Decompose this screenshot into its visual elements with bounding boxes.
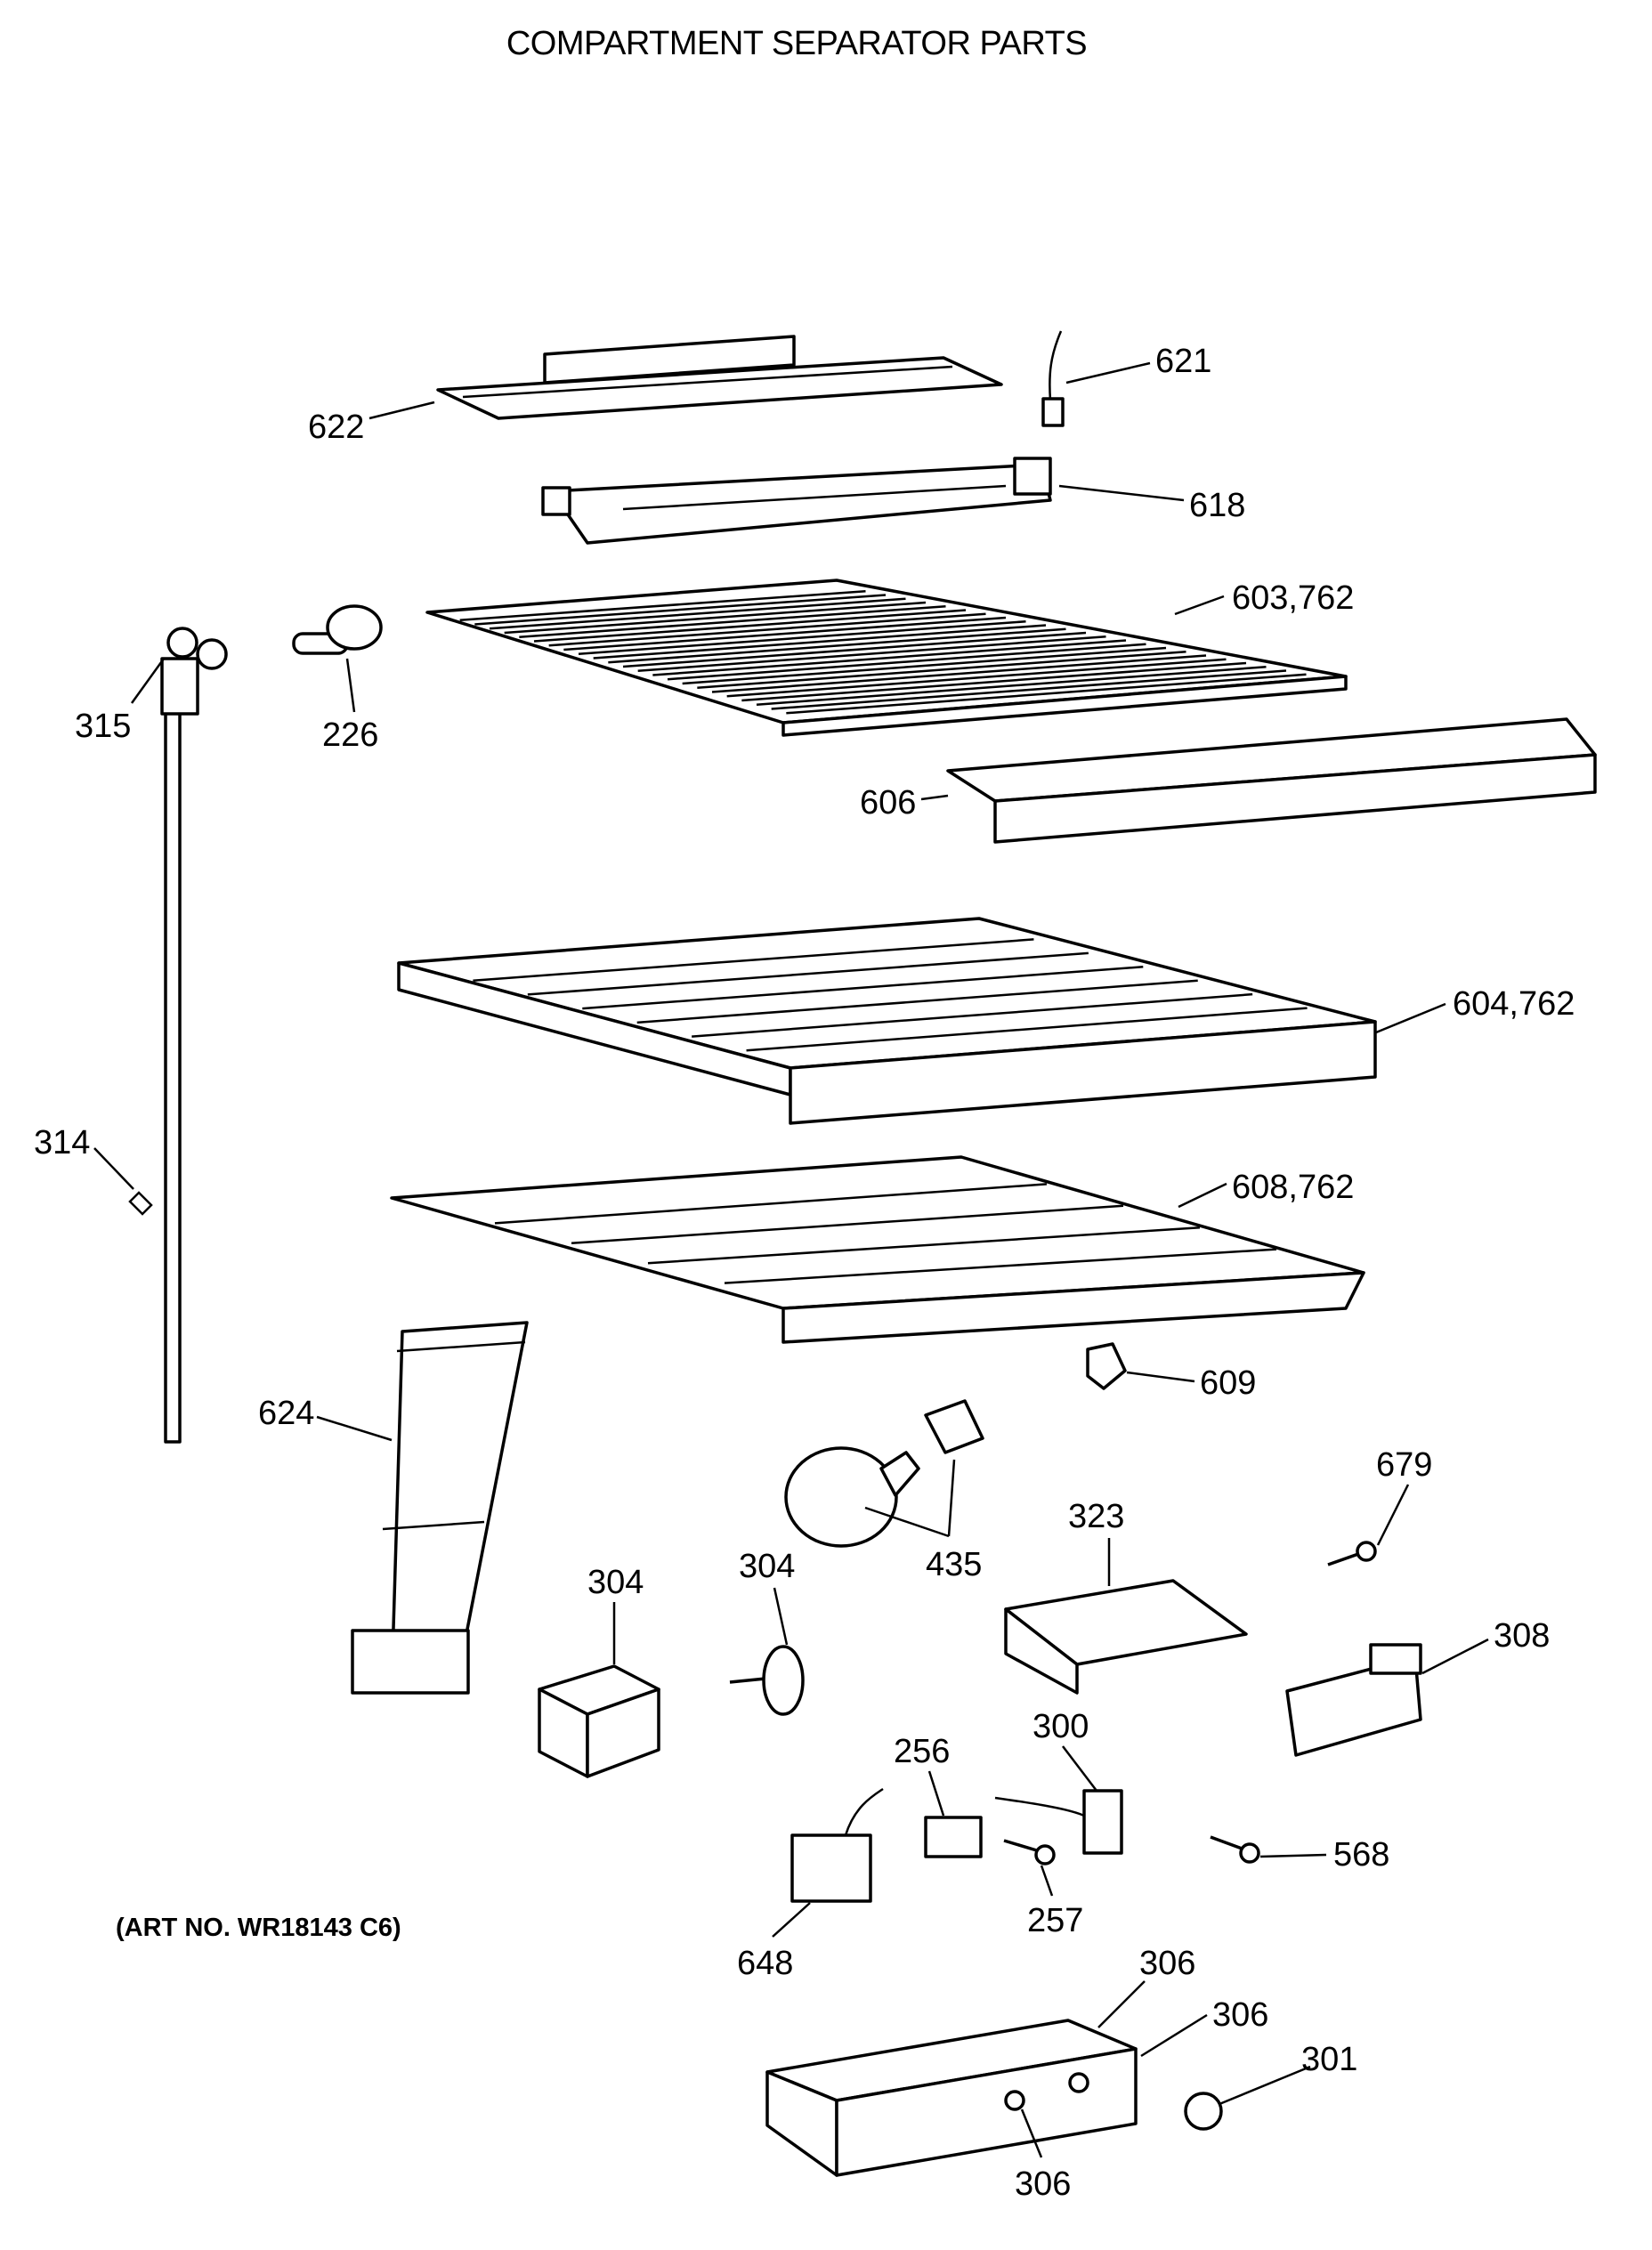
part-648-thermostat — [790, 1787, 884, 1903]
part-568-screw — [1210, 1835, 1260, 1864]
shelf-rib — [652, 639, 1127, 676]
label-323: 323 — [1068, 1498, 1124, 1535]
part-609-clip — [1086, 1342, 1127, 1390]
shelf-rib — [504, 601, 927, 635]
label-679: 679 — [1376, 1446, 1432, 1484]
part-603-shelf — [425, 579, 1348, 737]
label-603-762: 603,762 — [1232, 579, 1354, 617]
shelf-rib — [637, 635, 1106, 672]
part-622-cover — [436, 335, 1003, 420]
label-306-top: 306 — [1139, 1945, 1195, 1982]
art-number: (ART NO. WR18143 C6) — [116, 1914, 401, 1942]
label-609: 609 — [1200, 1364, 1256, 1402]
label-301: 301 — [1301, 2041, 1357, 2078]
part-304-knob — [729, 1645, 805, 1716]
shelf-rib — [519, 605, 946, 638]
separator-rib — [473, 938, 1034, 982]
part-624-duct — [351, 1321, 529, 1695]
label-604-762: 604,762 — [1453, 985, 1575, 1023]
shelf-rib — [667, 643, 1146, 681]
label-435: 435 — [926, 1546, 982, 1583]
label-308: 308 — [1494, 1617, 1550, 1655]
label-314: 314 — [34, 1124, 90, 1161]
diagram-title: COMPARTMENT SEPARATOR PARTS — [506, 25, 1088, 62]
shelf-rib — [459, 590, 866, 621]
separator-rib — [582, 966, 1144, 1010]
label-622: 622 — [308, 409, 364, 446]
label-226: 226 — [322, 716, 378, 754]
shelf-rib — [548, 612, 986, 647]
label-306-bottom: 306 — [1015, 2165, 1071, 2203]
part-608-separator — [390, 1155, 1365, 1344]
label-304-block: 304 — [587, 1564, 644, 1601]
label-315: 315 — [75, 708, 131, 745]
shelf-rib — [622, 631, 1087, 668]
shelf-rib — [682, 646, 1167, 685]
leader-lines — [93, 361, 1489, 2158]
separator-rib — [636, 979, 1198, 1024]
label-306-right: 306 — [1212, 1996, 1268, 2034]
part-301-knob — [1184, 2092, 1223, 2131]
part-314-315-rod — [128, 627, 228, 1444]
part-606-trim — [946, 717, 1597, 844]
shelf-rib — [741, 661, 1247, 702]
part-300-switch — [994, 1789, 1123, 1855]
shelf-rib — [711, 654, 1207, 693]
separator-rib — [527, 951, 1089, 996]
shelf-rib — [533, 609, 967, 643]
shelf-rib — [563, 616, 1007, 652]
label-618: 618 — [1189, 487, 1245, 524]
label-256: 256 — [894, 1733, 950, 1770]
part-679-screw — [1327, 1541, 1377, 1566]
label-624: 624 — [258, 1395, 314, 1432]
shelf-rib — [726, 658, 1227, 698]
part-618-housing — [541, 457, 1052, 545]
label-606: 606 — [860, 784, 916, 821]
part-621-wire — [1041, 330, 1065, 427]
label-608-762: 608,762 — [1232, 1169, 1354, 1206]
part-256-switch — [924, 1816, 983, 1858]
shelf-rib — [489, 597, 906, 630]
shelf-rib — [786, 673, 1307, 715]
part-257-screw — [1003, 1839, 1056, 1866]
label-257: 257 — [1027, 1902, 1083, 1939]
label-621: 621 — [1155, 343, 1211, 380]
shelf-rib — [697, 651, 1186, 689]
label-648: 648 — [737, 1945, 793, 1982]
separator-rib — [692, 992, 1253, 1038]
shelf-rib — [474, 594, 887, 626]
label-568: 568 — [1333, 1836, 1389, 1874]
label-300: 300 — [1032, 1708, 1089, 1745]
separator-rib — [647, 1226, 1201, 1265]
separator-rib — [494, 1183, 1048, 1225]
part-226-pin — [292, 604, 383, 655]
part-308-plate — [1285, 1643, 1422, 1757]
shelf-rib — [608, 627, 1066, 664]
label-304-knob: 304 — [739, 1548, 795, 1585]
shelf-rib — [578, 620, 1026, 655]
part-323-bracket — [1004, 1579, 1248, 1695]
separator-rib — [724, 1248, 1277, 1284]
shelf-rib — [771, 669, 1287, 710]
callout-labels: 621 622 618 603,762 315 226 606 604,762 … — [34, 343, 1575, 2203]
separator-rib — [746, 1007, 1308, 1052]
part-306-control-housing — [765, 2019, 1138, 2177]
shelf-rib — [593, 624, 1047, 660]
shelf-rib — [756, 666, 1267, 706]
part-604-separator — [397, 917, 1377, 1125]
part-304-control-block — [538, 1664, 660, 1778]
part-435-bulb — [784, 1399, 984, 1548]
separator-rib — [571, 1204, 1124, 1245]
